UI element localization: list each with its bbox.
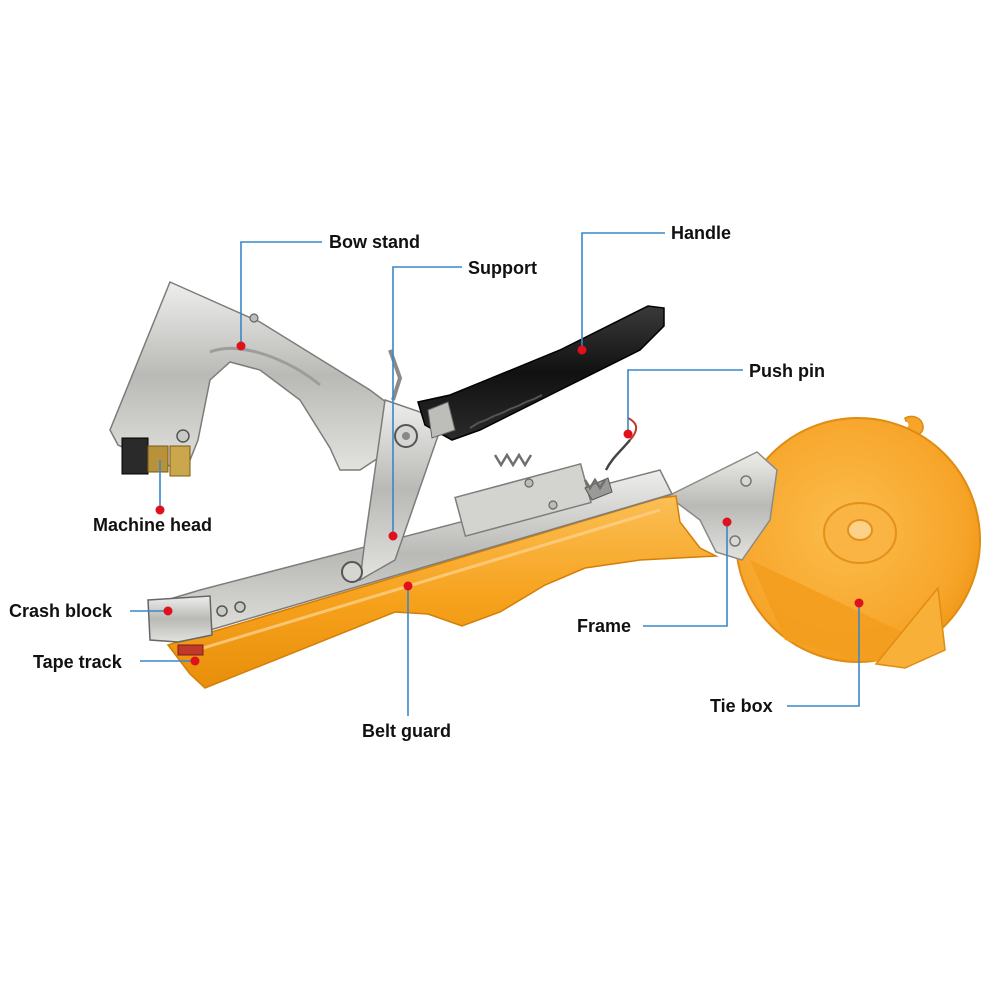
tie-box-reel [735, 415, 981, 669]
label-support: Support [468, 258, 537, 278]
label-push-pin: Push pin [749, 361, 825, 381]
label-crash-block: Crash block [9, 601, 113, 621]
handle-grip [417, 305, 665, 441]
marker-dot-bow-stand [236, 341, 246, 351]
leader-line-tie-box [787, 603, 860, 707]
support-arm [341, 349, 441, 583]
leader-line-handle [581, 232, 665, 350]
label-frame: Frame [577, 616, 632, 636]
main-metal-bar [149, 462, 674, 641]
front-jaw [147, 595, 246, 656]
machine-head-block [121, 437, 191, 477]
marker-dot-tape-track [190, 656, 200, 666]
label-tie-box: Tie box [710, 696, 773, 716]
marker-dot-frame [722, 517, 732, 527]
marker-dot-push-pin [623, 429, 633, 439]
leader-lines [130, 232, 860, 716]
marker-dot-belt-guard [403, 581, 413, 591]
marker-dot-machine-head [155, 505, 165, 515]
leader-line-frame [643, 522, 728, 627]
marker-dot-tie-box [854, 598, 864, 608]
frame-plate [666, 451, 778, 561]
leader-line-support [392, 266, 462, 536]
leader-line-bow-stand [240, 241, 322, 346]
label-tape-track: Tape track [33, 652, 122, 672]
leader-line-push-pin [627, 369, 743, 434]
marker-dot-crash-block [163, 606, 173, 616]
label-belt-guard: Belt guard [362, 721, 452, 741]
marker-dot-handle [577, 345, 587, 355]
label-machine-head: Machine head [93, 515, 213, 535]
belt-guard-body [166, 495, 719, 689]
spring [493, 452, 607, 491]
label-handle: Handle [671, 223, 732, 243]
bow-stand-metal [109, 280, 411, 471]
push-pin-wire [604, 417, 638, 471]
marker-dot-support [388, 531, 398, 541]
marker-dots [155, 341, 864, 666]
label-bow-stand: Bow stand [329, 232, 421, 252]
